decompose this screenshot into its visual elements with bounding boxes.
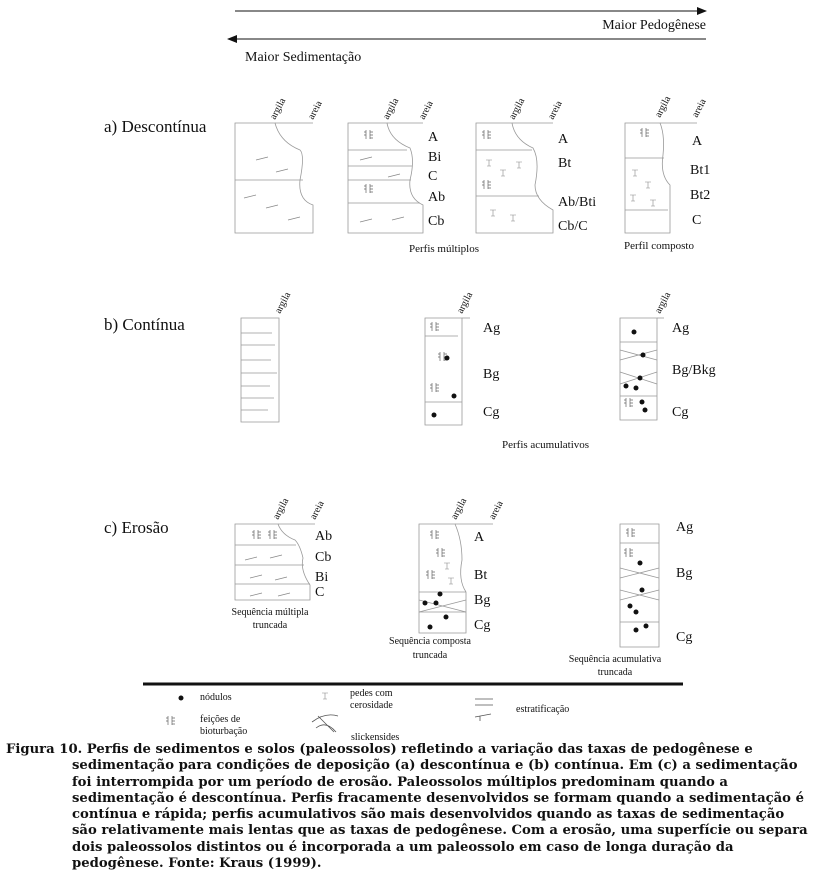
row-c-note-2: Sequência composta truncada [389,636,471,661]
row-c-profile-1 [235,524,315,600]
row-c-note-1: Sequência múltipla truncada [232,607,309,631]
svg-text:Bt1: Bt1 [690,163,710,178]
sand-label: areia [690,97,709,120]
svg-text:A: A [428,130,439,145]
svg-text:Cb/C: Cb/C [558,219,588,234]
svg-text:Bg: Bg [676,566,692,581]
svg-text:Cg: Cg [474,618,490,633]
slickensides-icon [312,715,338,732]
row-a-profile-2-horizons: A Bi C Ab Cb [428,130,445,229]
clay-label: argila [653,94,674,120]
note-cumulative-profiles: Perfis acumulativos [502,439,589,451]
row-a-profile-3-horizons: A Bt Ab/Bti Cb/C [558,132,596,234]
svg-text:Ag: Ag [483,321,500,336]
sand-label: areia [308,499,327,522]
row-c-profile-1-horizons: Ab Cb Bi C [315,529,332,600]
sand-label: areia [417,99,436,122]
stratification-tick-icon [475,714,491,721]
svg-text:Bg: Bg [474,593,490,608]
sedimentation-label: Maior Sedimentação [245,50,361,65]
clay-label: argila [653,290,674,316]
svg-text:truncada: truncada [253,620,288,631]
row-a-profile-4-horizons: A Bt1 Bt2 C [690,134,710,228]
svg-text:Bt2: Bt2 [690,188,710,203]
svg-text:Cb: Cb [428,214,444,229]
clay-label: argila [268,96,289,122]
row-c-profile-2-horizons: A Bt Bg Cg [474,530,490,633]
sand-label: areia [306,99,325,122]
bioturbation-icon [166,716,175,725]
svg-text:cerosidade: cerosidade [350,700,393,711]
svg-text:Bg: Bg [483,367,499,382]
svg-text:Bt: Bt [474,568,487,583]
svg-text:Bi: Bi [315,570,328,585]
svg-text:A: A [474,530,485,545]
row-a-profile-1 [235,123,313,233]
svg-text:Ab: Ab [315,529,332,544]
figure-caption: Figura 10. Perfis de sedimentos e solos … [6,742,812,872]
svg-text:Sequência múltipla: Sequência múltipla [232,607,309,618]
row-c-profile-3-horizons: Ag Bg Cg [676,520,693,645]
note-multiple-profiles: Perfis múltiplos [409,243,479,255]
sand-label: areia [487,499,506,522]
clay-label: argila [271,496,292,522]
row-c-profile-3 [620,524,659,647]
svg-text:C: C [692,213,701,228]
stratification-icon [475,699,493,705]
legend-slickensides: slickensides [351,732,399,740]
svg-text:Ab: Ab [428,190,445,205]
clay-label: argila [449,496,470,522]
svg-text:bioturbação: bioturbação [200,726,247,737]
legend-stratification: estratificação [516,704,569,715]
svg-text:Ag: Ag [672,321,689,336]
ped-icon [322,693,328,699]
svg-text:A: A [692,134,703,149]
svg-text:Cb: Cb [315,550,331,565]
svg-text:Bt: Bt [558,156,571,171]
row-b-profile-2-horizons: Ag Bg Cg [483,321,500,420]
clay-label: argila [381,96,402,122]
nodule-icon [179,696,184,701]
sand-label: areia [546,99,565,122]
row-c-label: c) Erosão [104,518,169,537]
row-b-profile-3-horizons: Ag Bg/Bkg Cg [672,321,716,420]
svg-text:Ag: Ag [676,520,693,535]
clay-label: argila [455,290,476,316]
svg-text:Sequência acumulativa: Sequência acumulativa [569,654,662,665]
svg-text:Cg: Cg [672,405,688,420]
svg-text:truncada: truncada [598,667,633,678]
svg-text:C: C [428,169,437,184]
clay-label: argila [507,96,528,122]
legend: nódulos pedes com cerosidade estratifica… [166,688,569,740]
legend-peds: pedes com [350,688,393,699]
svg-text:Sequência composta: Sequência composta [389,636,471,647]
svg-text:A: A [558,132,569,147]
row-b-label: b) Contínua [104,315,185,334]
legend-bioturbation: feições de [200,714,241,725]
row-b-profile-3 [620,318,664,420]
row-a-profile-4 [625,123,697,233]
pedogenesis-label: Maior Pedogênese [602,18,706,33]
svg-text:Cg: Cg [676,630,692,645]
pedogenesis-arrow: Maior Pedogênese [235,11,706,33]
legend-nodules: nódulos [200,692,232,703]
note-composite-profile: Perfil composto [624,240,694,252]
svg-text:Bg/Bkg: Bg/Bkg [672,363,716,378]
row-c-note-3: Sequência acumulativa truncada [569,654,662,678]
paleosol-profiles-figure: Maior Pedogênese Maior Sedimentação a) D… [0,0,815,740]
row-b-profile-2-nodules [432,356,457,418]
svg-text:C: C [315,585,324,600]
row-a-profile-3 [476,123,553,233]
row-a-label: a) Descontínua [104,117,207,136]
svg-text:truncada: truncada [413,650,448,661]
svg-text:Bi: Bi [428,150,441,165]
row-b-profile-2 [425,318,470,425]
svg-text:Ab/Bti: Ab/Bti [558,195,596,210]
row-b-profile-1 [241,318,279,422]
clay-label: argila [273,290,294,316]
svg-text:Cg: Cg [483,405,499,420]
row-a-profile-2 [348,123,423,233]
sedimentation-arrow: Maior Sedimentação [228,39,706,65]
